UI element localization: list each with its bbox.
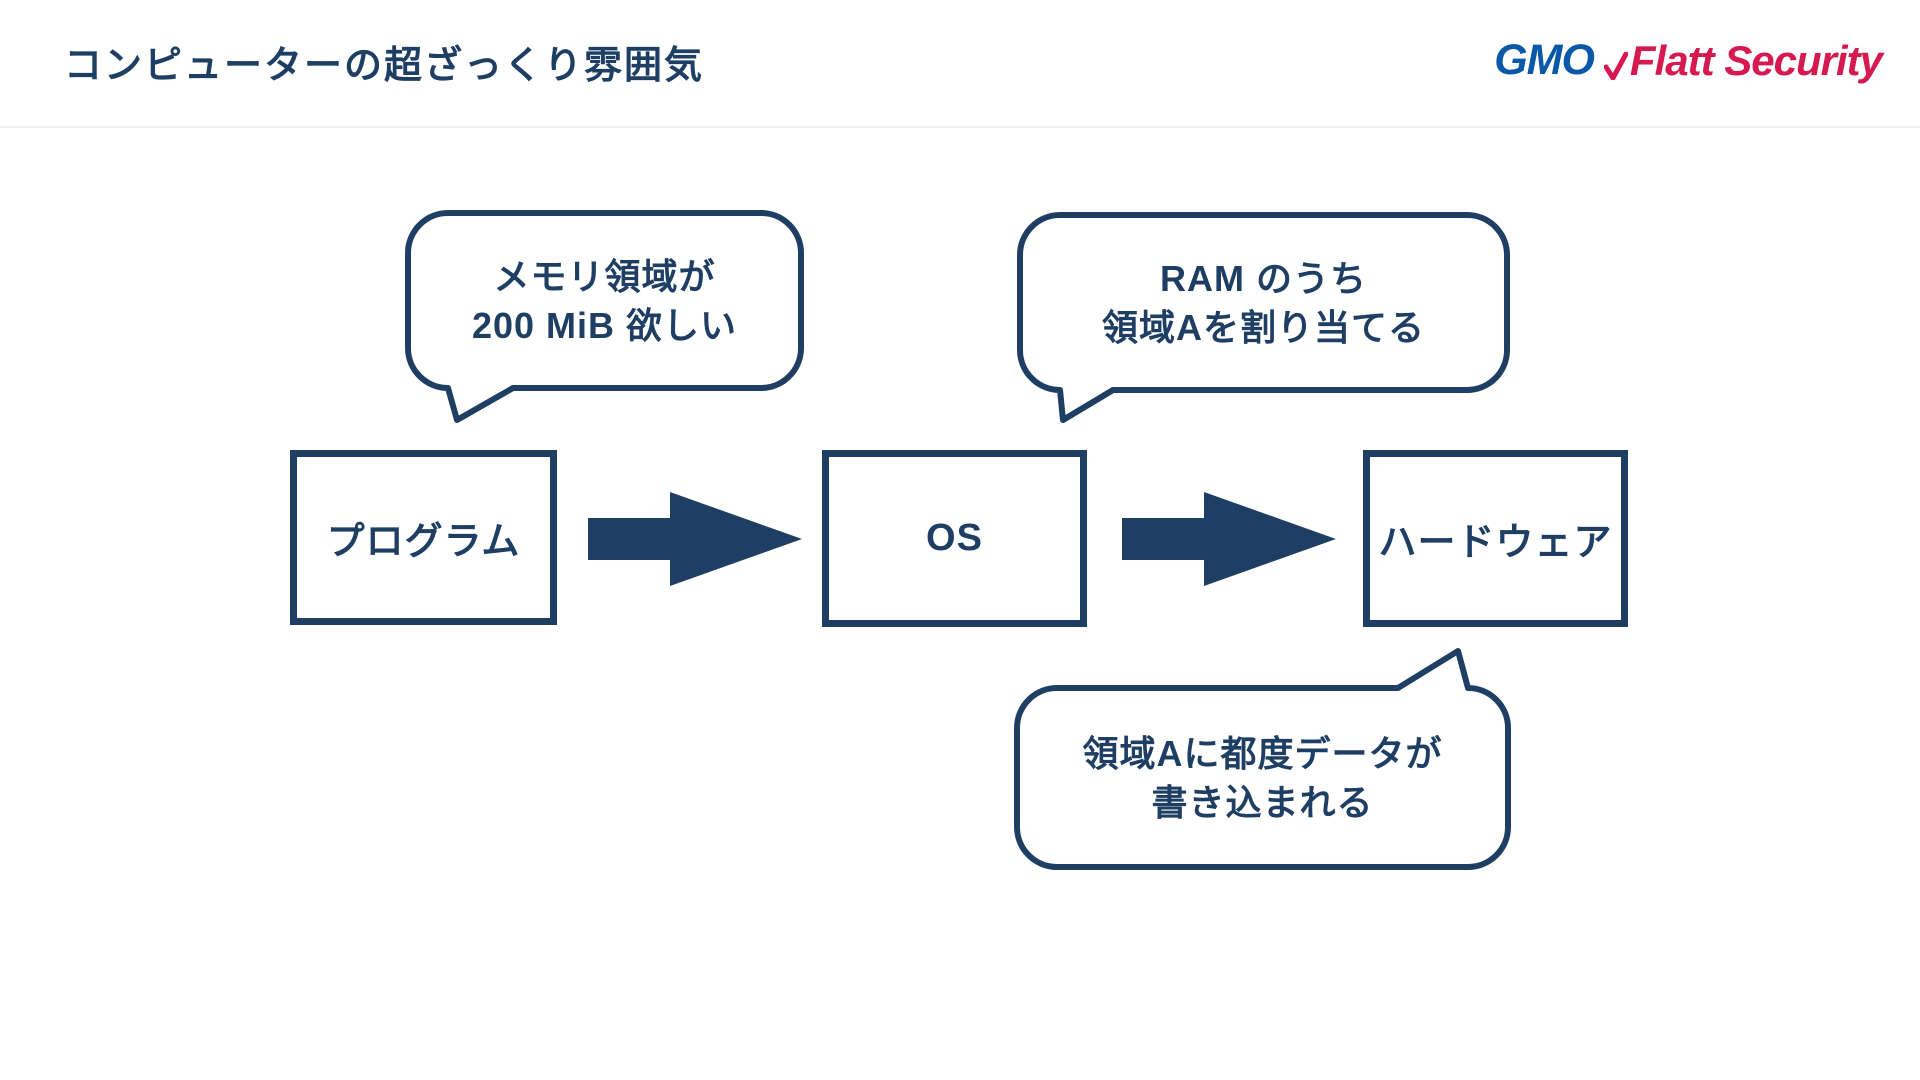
gmo-logo-text: GMO: [1494, 36, 1595, 84]
flatt-security-logo-text: Flatt Security: [1629, 36, 1883, 84]
header-divider: [0, 126, 1920, 128]
speech-bubble-allocate-region: RAM のうち 領域Aを割り当てる: [1020, 215, 1507, 390]
flatt-check-icon: [1603, 51, 1628, 80]
node-hardware: ハードウェア: [1363, 450, 1628, 627]
speech-bubble-write-data: 領域Aに都度データが 書き込まれる: [1017, 688, 1508, 867]
speech-bubble-memory-request: メモリ領域が 200 MiB 欲しい: [408, 213, 801, 388]
bubble-write-data-shape: [1014, 648, 1511, 870]
bubble-line: 書き込まれる: [1151, 781, 1374, 823]
arrow-program-to-os: [588, 492, 802, 586]
bubble-line: 領域Aを割り当てる: [1102, 306, 1425, 348]
bubble-line: 200 MiB 欲しい: [471, 304, 738, 346]
slide-title: コンピューターの超ざっくり雰囲気: [64, 45, 705, 87]
gmo-flatt-security-logo: GMO Flatt Security: [1494, 36, 1883, 85]
node-program-label: プログラム: [326, 521, 521, 563]
bubble-line: 領域Aに都度データが: [1082, 732, 1443, 774]
node-hardware-label: ハードウェア: [1378, 522, 1613, 564]
bubble-line: RAM のうち: [1160, 257, 1367, 299]
bubble-memory-request-shape: [405, 210, 804, 423]
bubble-line: メモリ領域が: [493, 255, 716, 297]
arrow-os-to-hardware: [1122, 492, 1336, 586]
bubble-allocate-region-shape: [1017, 212, 1510, 423]
node-program: プログラム: [290, 450, 557, 625]
node-os-label: OS: [926, 517, 983, 559]
node-os: OS: [822, 450, 1087, 627]
